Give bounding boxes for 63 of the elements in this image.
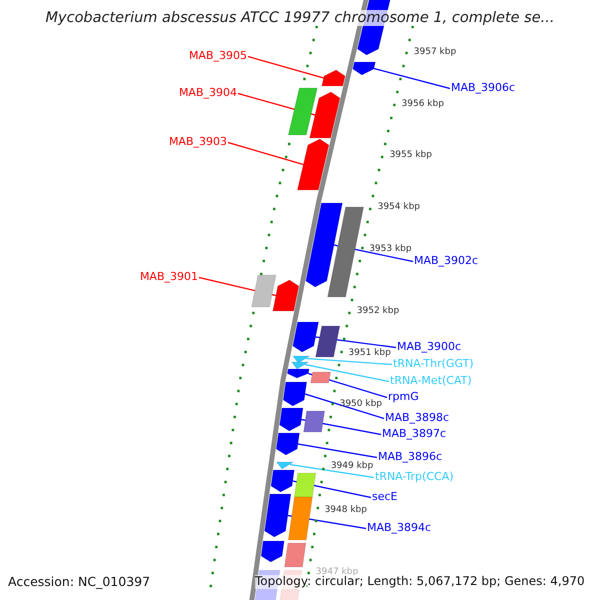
gene-label: MAB_3900c [397,340,462,354]
leader-line [301,418,382,436]
leader-line [374,68,450,90]
gene-block [286,368,310,378]
gene-label: MAB_3898c [385,412,450,424]
gene-block [297,138,330,190]
leader-line [304,393,384,420]
coordinate-label: 3957 kbp [414,47,456,58]
leader-line [290,464,374,478]
coordinate-label: 3956 kbp [402,99,444,110]
gene-block [279,408,304,432]
gene-label: tRNA-Trp(CCA) [375,470,454,484]
coordinate-label: 3947 kbp [316,567,358,577]
gene-block [305,202,343,288]
leader-line [298,443,378,458]
gene-block [352,62,376,76]
leader-line [228,142,304,166]
gene-block [292,322,319,352]
accession-text: Accession: NC_010397 [8,575,150,590]
gene-block [251,274,276,308]
coordinate-label: 3952 kbp [356,306,400,316]
gene-label: MAB_3897c [382,428,446,440]
gene-label: rpmG [388,390,419,404]
coordinate-label: 3954 kbp [378,202,420,212]
gene-label: MAB_3903 [168,136,227,148]
gene-label: tRNA-Met(CAT) [390,374,472,388]
gene-block [292,356,311,364]
gene-label: MAB_3902c [414,254,478,268]
gene-block [321,70,346,86]
gene-block [288,88,318,136]
coordinate-label: 3950 kbp [340,399,382,410]
gene-block [276,432,300,456]
gene-label: MAB_3901 [140,270,198,284]
gene-block [284,542,306,568]
gene-block [315,326,340,358]
gene-block [309,92,340,138]
gene-block [260,540,285,562]
coordinate-label: 3951 kbp [348,348,391,358]
gene-block [272,280,300,312]
coordinate-label: 3953 kbp [369,244,412,254]
gene-label: MAB_3894c [367,522,432,534]
leader-line [304,364,390,382]
gene-label: MAB_3906c [451,82,516,94]
gene-label: tRNA-Thr(GGT) [393,358,474,370]
coordinate-label: 3949 kbp [330,461,374,472]
coordinate-label: 3948 kbp [324,505,367,516]
leader-line [308,372,388,398]
gene-block [310,372,331,384]
gene-label: MAB_3905 [188,50,247,62]
gene-block [288,496,313,540]
topology-text: Topology: circular; Length: 5,067,172 bp; Genes: 4,970 [255,575,585,589]
leader-line [306,358,392,366]
coordinate-label: 3955 kbp [390,150,432,160]
gene-label: secE [372,490,398,504]
gene-block [327,206,364,298]
leader-line [292,480,372,498]
gene-block [282,382,308,406]
gene-block [303,410,325,432]
gene-label: MAB_3896c [378,450,442,464]
gene-block [291,362,310,370]
leader-line [248,56,324,79]
gene-label: MAB_3904 [178,86,237,100]
gene-block [294,472,316,498]
